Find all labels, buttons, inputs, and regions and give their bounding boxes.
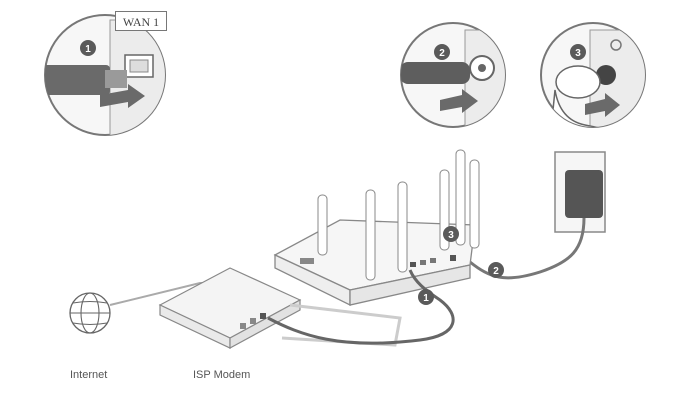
step-badge-main-2-label: 2	[493, 266, 499, 277]
step-badge-main-2	[488, 262, 504, 278]
step-badge-main-3-label: 3	[448, 230, 454, 241]
step-badge-3	[570, 44, 586, 60]
inset-power-connection: 2	[400, 22, 506, 128]
step-badge-2	[434, 44, 450, 60]
step-badge-3-label: 3	[575, 48, 581, 59]
step-badge-1-label: 1	[85, 44, 91, 55]
isp-modem	[158, 267, 302, 350]
step-badge-1	[80, 40, 96, 56]
isp-modem-label: ISP Modem	[193, 369, 251, 381]
router	[273, 149, 480, 307]
step-badge-main-3	[443, 226, 459, 242]
internet-label: Internet	[70, 369, 108, 381]
wall-socket-adapter	[469, 151, 606, 280]
inset-power-button: 3	[540, 22, 646, 128]
step-badge-main-1	[418, 289, 434, 305]
step-badge-2-label: 2	[439, 48, 445, 59]
inset-wan-connection: 1	[44, 14, 166, 136]
wan-port-label: WAN 1	[115, 11, 167, 31]
globe-icon	[69, 292, 111, 334]
step-badge-main-1-label: 1	[423, 293, 429, 304]
